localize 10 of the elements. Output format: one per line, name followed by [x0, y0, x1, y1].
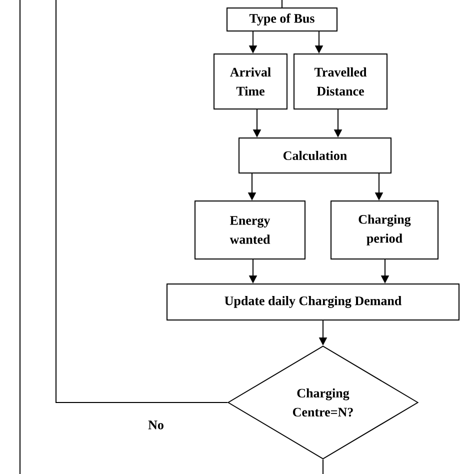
- process-box: Arrival Time: [214, 54, 288, 110]
- process-box: Update daily Charging Demand: [166, 284, 460, 320]
- process-box: Charging period: [330, 200, 438, 260]
- process-box: Energy wanted: [194, 200, 306, 260]
- connector-line: [56, 0, 228, 403]
- connector-line: [322, 459, 324, 474]
- edge-label: No: [148, 420, 164, 430]
- process-box: Calculation: [238, 138, 392, 174]
- process-box: Type of Bus: [226, 8, 338, 32]
- process-box: Travelled Distance: [294, 54, 388, 110]
